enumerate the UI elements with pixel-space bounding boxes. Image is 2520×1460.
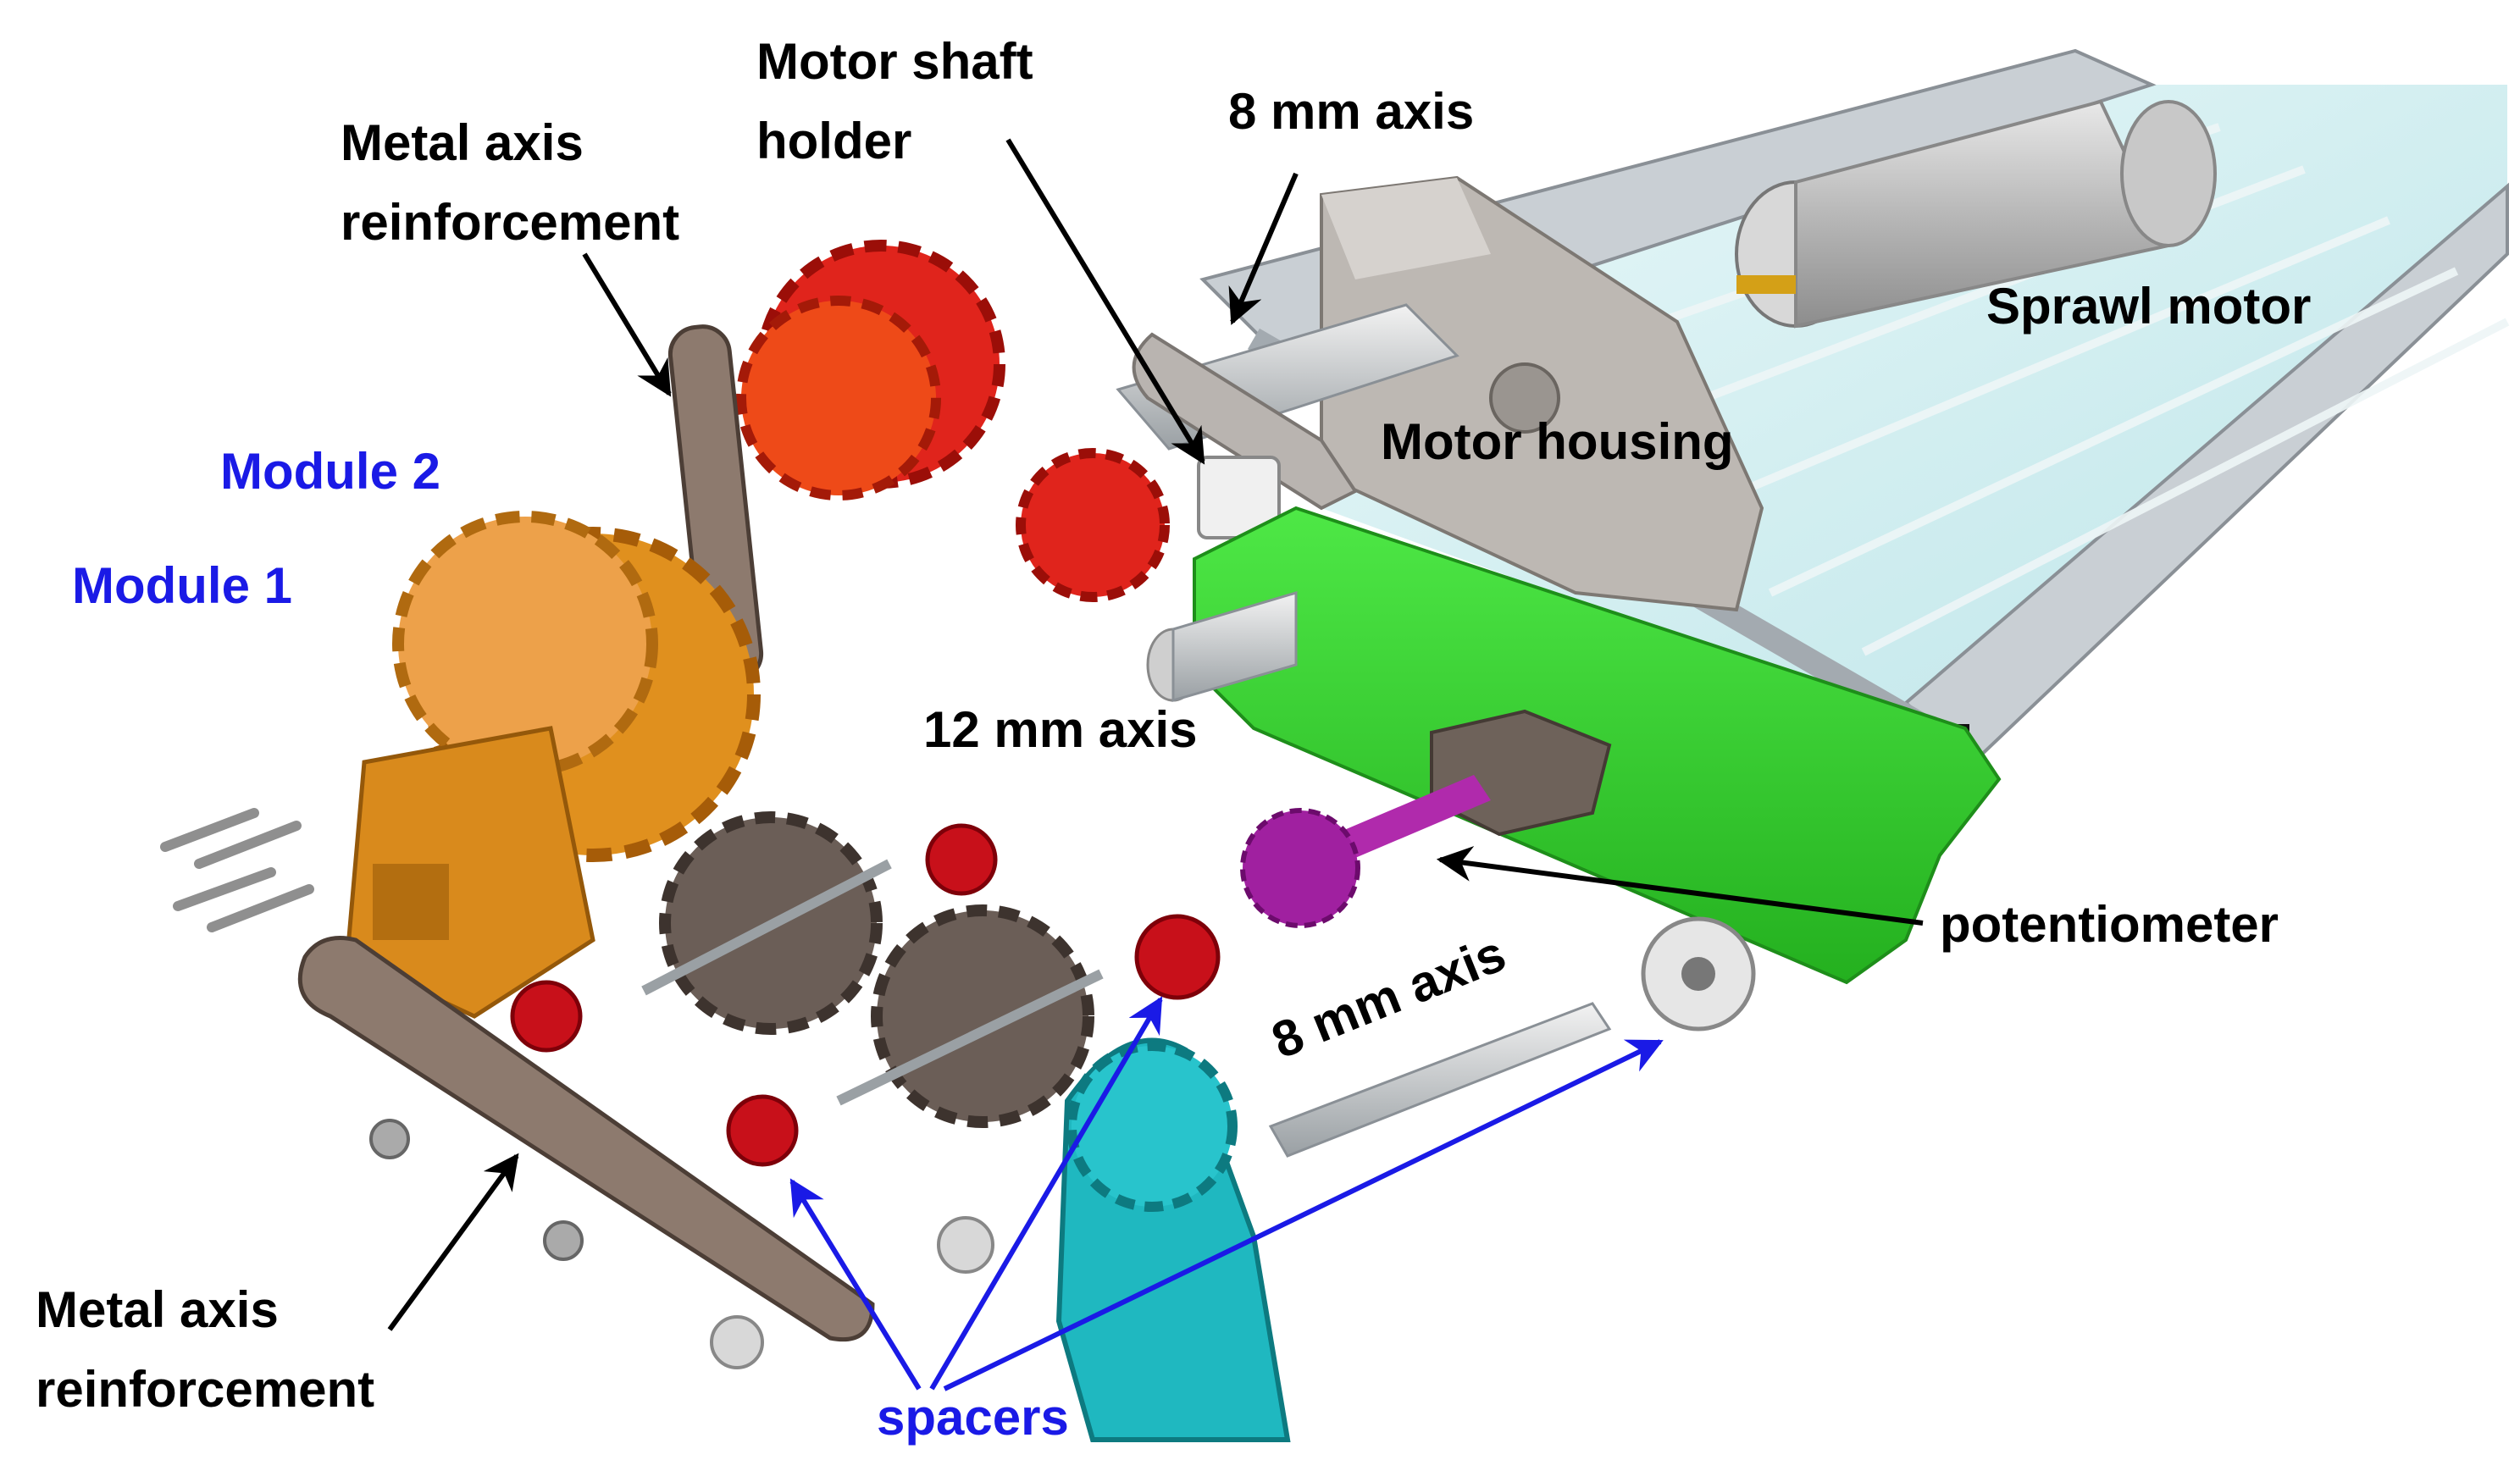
spacers-parts [369,823,1756,1369]
arrow-metal-axis-top [582,252,672,397]
motor-housing-part [1320,175,1764,612]
label-module-1: Module 1 [72,557,293,614]
orange-module-part [345,511,761,1019]
black-callout-arrows [387,138,1924,1331]
axis-12mm-part [1171,590,1298,702]
red-gears [736,240,1170,602]
label-module-2: Module 2 [220,443,441,500]
label-metal-axis-bottom: Metal axis reinforcement [36,1270,374,1430]
label-spacers: spacers [877,1389,1069,1446]
label-12mm-axis: 12 mm axis [923,701,1198,758]
arrow-metal-axis-bottom [387,1153,519,1331]
label-metal-axis-top-line2: reinforcement [341,194,680,251]
arrow-spacer-1 [789,1178,922,1391]
blue-spacer-arrows [789,996,1664,1391]
label-sprawl-motor: Sprawl motor [1986,278,2312,335]
label-metal-axis-top: Metal axis reinforcement [341,103,679,263]
label-motor-housing: Motor housing [1381,413,1734,470]
label-metal-axis-bottom-line1: Metal axis [36,1281,279,1338]
sprawl-motor-part [1735,99,2217,329]
label-motor-shaft-holder-line1: Motor shaft [756,33,1033,90]
arrow-spacer-3 [943,1039,1664,1391]
screws [160,808,314,932]
arrow-potentiometer [1436,846,1924,926]
potentiometer-part [1240,775,1491,928]
arrow-motor-shaft-holder [1005,138,1205,465]
label-motor-shaft-holder-line2: holder [756,113,912,169]
arrow-spacer-2 [929,996,1163,1391]
label-motor-shaft-holder: Motor shaft holder [756,22,1033,181]
metal-axis-reinforcement-bottom-part [297,936,875,1342]
axis-8mm-bottom-part [1268,1002,1612,1158]
label-metal-axis-bottom-line2: reinforcement [36,1361,375,1418]
dark-gears [641,811,1104,1128]
arrow-8mm-axis-top [1228,172,1299,325]
label-metal-axis-top-line1: Metal axis [341,114,584,171]
label-potentiometer: potentiometer [1940,896,2279,953]
label-8mm-axis-top: 8 mm axis [1228,83,1475,140]
